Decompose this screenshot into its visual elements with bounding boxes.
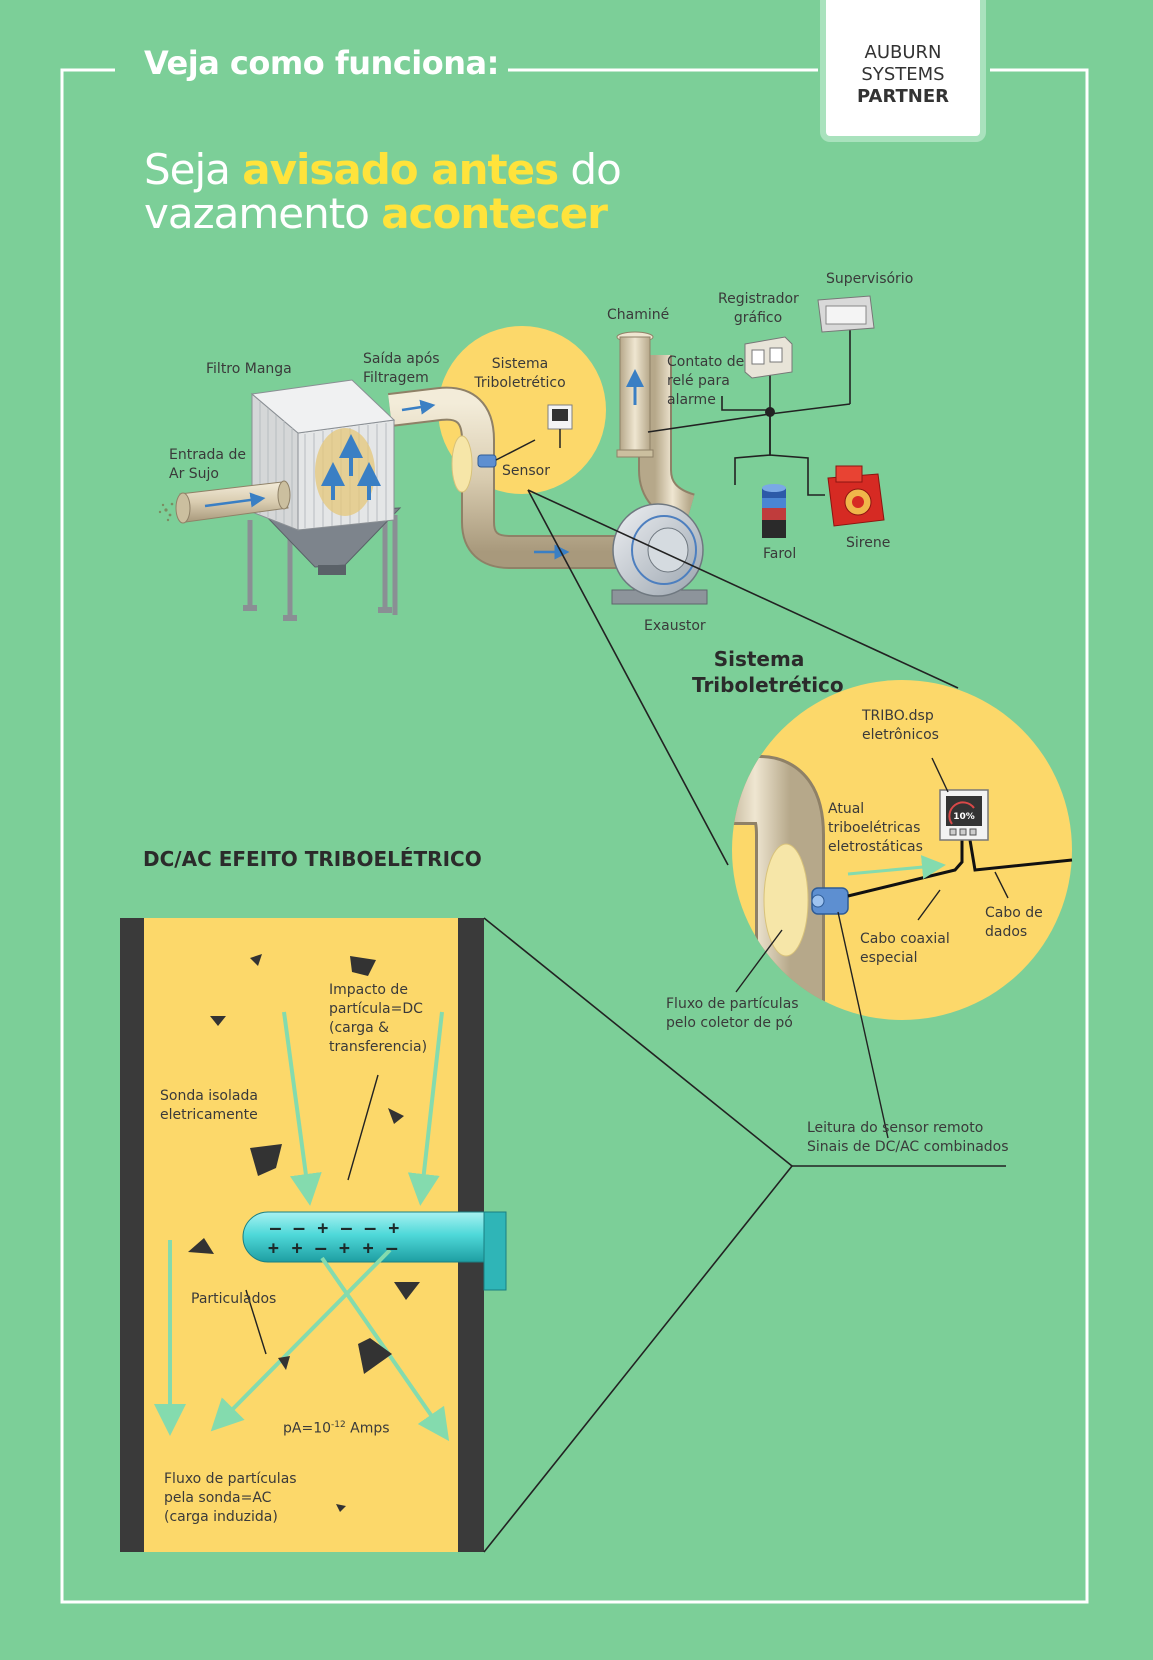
alarm-wiring xyxy=(647,330,851,496)
hopper-outlet xyxy=(318,565,346,575)
detail-title: Sistema Triboletrético xyxy=(692,647,844,697)
tribo-probe xyxy=(242,1211,507,1291)
label-atual: Atual triboelétricas eletrostáticas xyxy=(828,801,923,855)
section-title: Veja como funciona: xyxy=(144,44,499,82)
wiring-junction xyxy=(765,407,775,417)
particle-flow-arrows xyxy=(154,1011,450,1442)
beacon-light xyxy=(762,484,786,538)
label-farol: Farol xyxy=(763,546,797,562)
label-sensor: Sensor xyxy=(502,463,550,479)
detail-pipe xyxy=(732,755,825,1020)
headline-line-1: Seja avisado antes do xyxy=(144,145,622,194)
label-pa: pA=10-12 Amps xyxy=(283,1416,390,1439)
chart-recorder xyxy=(744,336,793,379)
headline-2a: vazamento xyxy=(144,189,382,238)
detail-cables xyxy=(847,839,1073,898)
filter-feet xyxy=(243,605,392,621)
outlet-pipe-body xyxy=(388,388,640,567)
overview-sensor xyxy=(477,404,573,468)
headline-line-2: vazamento acontecer xyxy=(144,192,621,236)
charges-top: – – + – – + xyxy=(270,1218,401,1239)
detail-leaders xyxy=(735,757,1009,1139)
dcac-title: DC/AC EFEITO TRIBOELÉTRICO xyxy=(143,847,482,871)
alarm-siren xyxy=(827,465,885,527)
charges-bottom: + + – + + – xyxy=(268,1238,399,1259)
pa-suffix: Amps xyxy=(345,1420,390,1437)
label-exaustor: Exaustor xyxy=(644,618,706,634)
partner-badge: AUBURN SYSTEMS PARTNER xyxy=(820,0,986,142)
flow-arrow-1 xyxy=(401,399,436,415)
page-frame xyxy=(60,68,1089,1604)
label-particulados: Particulados xyxy=(191,1291,277,1307)
label-sirene: Sirene xyxy=(846,535,891,551)
particulates xyxy=(188,954,420,1512)
pa-exponent: -12 xyxy=(331,1420,346,1430)
headline-1a: Seja xyxy=(144,145,243,194)
headline: Seja avisado antes do vazamento acontece… xyxy=(144,145,622,236)
detail-sensor xyxy=(811,887,849,915)
label-entrada: Entrada de Ar Sujo xyxy=(169,447,246,482)
tribo-display-device xyxy=(939,789,989,841)
label-sonda: Sonda isolada eletricamente xyxy=(160,1088,258,1123)
label-contato: Contato de relé para alarme xyxy=(667,354,745,408)
label-chamine: Chaminé xyxy=(607,307,670,323)
label-impacto: Impacto de partícula=DC (carga & transfe… xyxy=(329,982,428,1055)
label-fluxo-sonda: Fluxo de partículas pela sonda=AC (carga… xyxy=(164,1471,297,1525)
dcac-leaders xyxy=(245,1074,379,1355)
badge-line-1: AUBURN xyxy=(864,42,942,63)
sensor-particle-cloud xyxy=(451,435,473,493)
headline-1b: avisado antes xyxy=(242,145,559,194)
current-arrow xyxy=(847,855,946,880)
inlet-pipe xyxy=(158,480,291,524)
label-tribo: TRIBO.dsp eletrônicos xyxy=(862,708,939,743)
label-supervisorio: Supervisório xyxy=(826,271,914,287)
badge-line-2: SYSTEMS xyxy=(861,64,945,85)
badge-line-3: PARTNER xyxy=(856,86,950,107)
dcac-wall-left xyxy=(120,918,144,1552)
filter-flow-arrows xyxy=(321,434,381,500)
label-registrador: Registrador gráfico xyxy=(718,291,799,326)
label-saida: Saída após Filtragem xyxy=(363,351,440,386)
label-sistema-overview: Sistema Triboletrético xyxy=(474,356,566,391)
label-fluxo-coletor: Fluxo de partículas pelo coletor de pó xyxy=(666,996,799,1031)
chimney xyxy=(616,331,696,527)
label-filtro-manga: Filtro Manga xyxy=(206,361,292,377)
label-cabo-coaxial: Cabo coaxial especial xyxy=(860,931,950,966)
exhaust-fan xyxy=(611,503,708,605)
label-cabo-dados: Cabo de dados xyxy=(985,905,1043,940)
display-value: 10% xyxy=(953,812,975,822)
headline-1c: do xyxy=(558,145,621,194)
zoom-lines xyxy=(527,489,959,866)
supervisory-monitor xyxy=(817,295,875,333)
pa-prefix: pA=10 xyxy=(283,1420,332,1437)
panel-zoom-lines xyxy=(483,917,1006,1553)
label-leitura: Leitura do sensor remoto Sinais de DC/AC… xyxy=(807,1120,1009,1155)
headline-2b: acontecer xyxy=(381,189,608,238)
